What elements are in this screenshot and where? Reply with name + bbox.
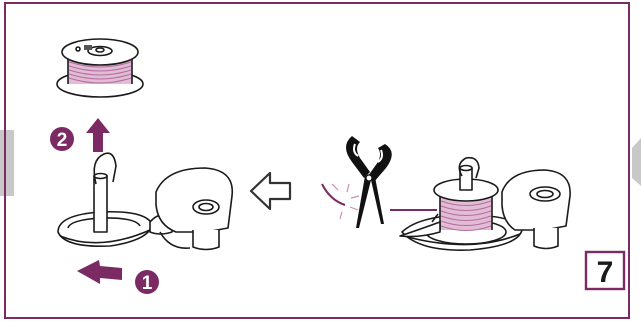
step-marker-2-label: 2 (57, 130, 68, 151)
left-arrow-icon (77, 260, 122, 284)
removed-bobbin (57, 39, 143, 97)
step-marker-1: 1 (135, 270, 159, 294)
step-number-box: 7 (586, 252, 624, 289)
outline-left-arrow-icon (251, 173, 290, 209)
next-page-tab[interactable] (632, 138, 641, 186)
bobbin-winder-loaded (400, 158, 570, 250)
step-marker-2: 2 (50, 127, 74, 151)
up-arrow-icon (86, 118, 110, 152)
prev-page-tab[interactable] (0, 130, 14, 196)
scissors-icon (346, 136, 392, 228)
step-marker-1-label: 1 (142, 273, 153, 294)
step-number-label: 7 (597, 256, 614, 289)
bobbin-winder-empty (58, 153, 232, 249)
